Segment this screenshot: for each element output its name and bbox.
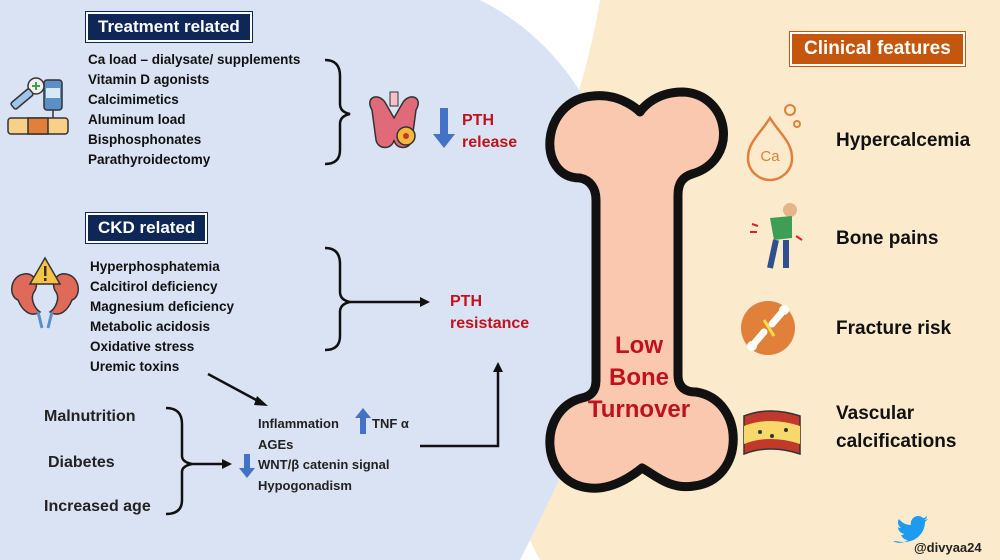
mediator-hypogonadism: Hypogonadism [258,478,352,493]
risk-malnutrition: Malnutrition [44,408,136,425]
wnt-down-arrow-icon [239,454,255,478]
list-item: Ca load – dialysate/ supplements [88,52,301,67]
left-panel-background [0,0,625,560]
risk-increased-age: Increased age [44,498,151,515]
feature-bone-pains: Bone pains [836,228,939,249]
treatment-list: Ca load – dialysate/ supplements Vitamin… [88,50,300,170]
list-item: Calcitirol deficiency [90,279,218,294]
pth-release-label: PTH release [462,112,518,151]
mediators-to-pth-arrowhead [493,362,503,372]
ckd-to-pth-arrowhead [420,297,430,307]
risk-diabetes: Diabetes [48,454,115,471]
calcified-vessel-icon [743,410,801,456]
twitter-handle: @divyaa24 [914,540,982,555]
mediator-wnt: WNT/β catenin signal [258,457,390,472]
pth-resistance-label: PTH resistance [450,293,530,332]
feature-fracture-risk: Fracture risk [836,318,952,339]
list-item: Vitamin D agonists [88,72,210,87]
treatment-bracket [324,58,351,166]
list-item: Uremic toxins [90,359,180,374]
feature-vascular-calcifications: Vascular calcifications [836,403,957,452]
mediator-tnf: TNF α [372,416,409,431]
list-item: Bisphosphonates [88,132,202,147]
calcium-drop-icon [746,104,801,182]
tnf-up-arrow-icon [355,408,371,434]
feature-hypercalcemia: Hypercalcemia [836,130,971,151]
clinical-header: Clinical features [790,32,965,66]
bone-label: Low Bone Turnover [587,332,691,423]
treatment-icon [7,77,69,135]
bone-shape [545,87,738,493]
ckd-header: CKD related [86,213,208,243]
twitter-bird-icon [893,516,928,543]
broken-bone-icon [741,301,795,355]
back-pain-person-icon [750,203,803,269]
uremic-to-inflammation-arrowhead [254,396,268,406]
mediators-to-pth-arrow [420,372,500,448]
list-item: Magnesium deficiency [90,299,235,314]
ckd-list: Hyperphosphatemia Calcitirol deficiency … [90,257,234,377]
risk-to-mediators-arrowhead [222,459,232,469]
uremic-to-inflammation-arrow [207,372,261,404]
list-item: Metabolic acidosis [90,319,211,334]
treatment-header: Treatment related [86,12,252,42]
list-item: Aluminum load [88,112,186,127]
list-item: Oxidative stress [90,339,195,354]
thyroid-icon [369,91,419,149]
list-item: Hyperphosphatemia [90,259,220,274]
pth-down-arrow-icon [433,108,455,148]
mediator-inflammation: Inflammation [258,416,339,431]
list-item: Parathyroidectomy [88,152,211,167]
list-item: Calcimimetics [88,92,179,107]
mediator-ages: AGEs [258,437,294,452]
kidney-warning-icon [11,256,79,329]
calcium-symbol: Ca [760,148,780,165]
